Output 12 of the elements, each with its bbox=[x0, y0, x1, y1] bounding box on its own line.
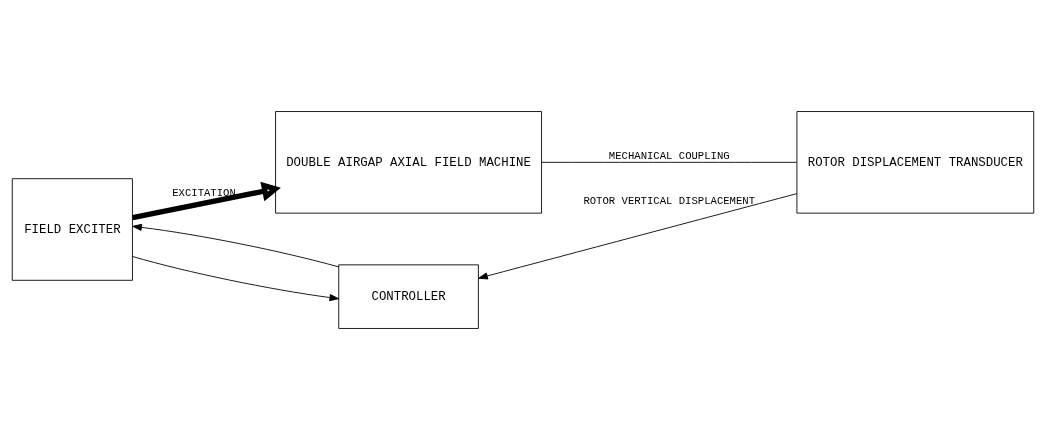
edge-label: ROTOR VERTICAL DISPLACEMENT bbox=[583, 194, 756, 207]
arrow bbox=[132, 223, 340, 267]
edge-label: EXCITATION bbox=[172, 186, 236, 199]
node-box: DOUBLE AIRGAP AXIAL FIELD MACHINE bbox=[275, 110, 542, 214]
node-box: CONTROLLER bbox=[338, 263, 479, 329]
arrow bbox=[132, 181, 281, 220]
node-box: FIELD EXCITER bbox=[11, 177, 133, 281]
arrow bbox=[478, 192, 798, 279]
arrow bbox=[132, 255, 340, 301]
connector bbox=[541, 161, 798, 163]
node-box: ROTOR DISPLACEMENT TRANSDUCER bbox=[796, 110, 1035, 214]
edge-label: MECHANICAL COUPLING bbox=[608, 149, 730, 162]
